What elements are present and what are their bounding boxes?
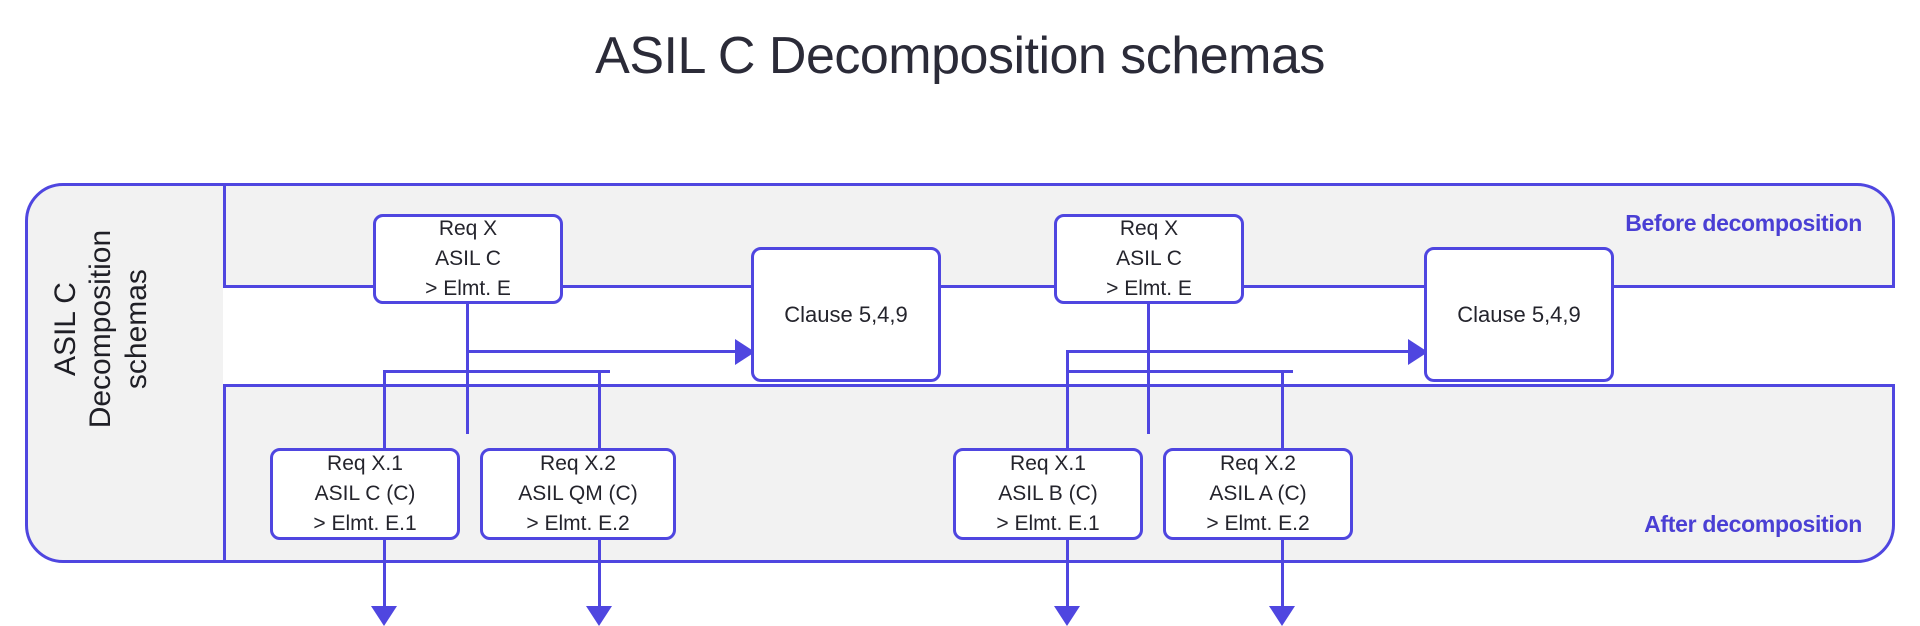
left-clause-arrow	[735, 339, 755, 365]
right-clause-arrow	[1408, 339, 1428, 365]
left-source-box[interactable]: Req X ASIL C > Elmt. E	[373, 214, 563, 304]
decomposition-diagram: ASIL C Decomposition schemas Before deco…	[25, 183, 1895, 626]
right-split-rail	[1066, 370, 1293, 373]
right-child-box-2[interactable]: Req X.2 ASIL A (C) > Elmt. E.2	[1163, 448, 1353, 540]
right-clause-rail	[1066, 350, 1414, 353]
left-child1-arrow	[371, 606, 397, 626]
left-clause-rail	[466, 350, 741, 353]
left-split-rail	[383, 370, 610, 373]
right-source-box[interactable]: Req X ASIL C > Elmt. E	[1054, 214, 1244, 304]
tag-before-decomposition: Before decomposition	[1625, 210, 1862, 236]
left-source-stem	[466, 304, 469, 434]
left-child-box-1[interactable]: Req X.1 ASIL C (C) > Elmt. E.1	[270, 448, 460, 540]
tag-after-decomposition: After decomposition	[1644, 511, 1862, 537]
right-clause-box[interactable]: Clause 5,4,9	[1424, 247, 1614, 382]
right-child2-arrow	[1269, 606, 1295, 626]
right-source-stem	[1147, 304, 1150, 434]
page-title: ASIL C Decomposition schemas	[595, 27, 1325, 85]
right-child-box-1[interactable]: Req X.1 ASIL B (C) > Elmt. E.1	[953, 448, 1143, 540]
left-child2-arrow	[586, 606, 612, 626]
right-child1-arrow	[1054, 606, 1080, 626]
side-label: ASIL C Decomposition schemas	[48, 229, 153, 429]
left-clause-box[interactable]: Clause 5,4,9	[751, 247, 941, 382]
left-child-box-2[interactable]: Req X.2 ASIL QM (C) > Elmt. E.2	[480, 448, 676, 540]
